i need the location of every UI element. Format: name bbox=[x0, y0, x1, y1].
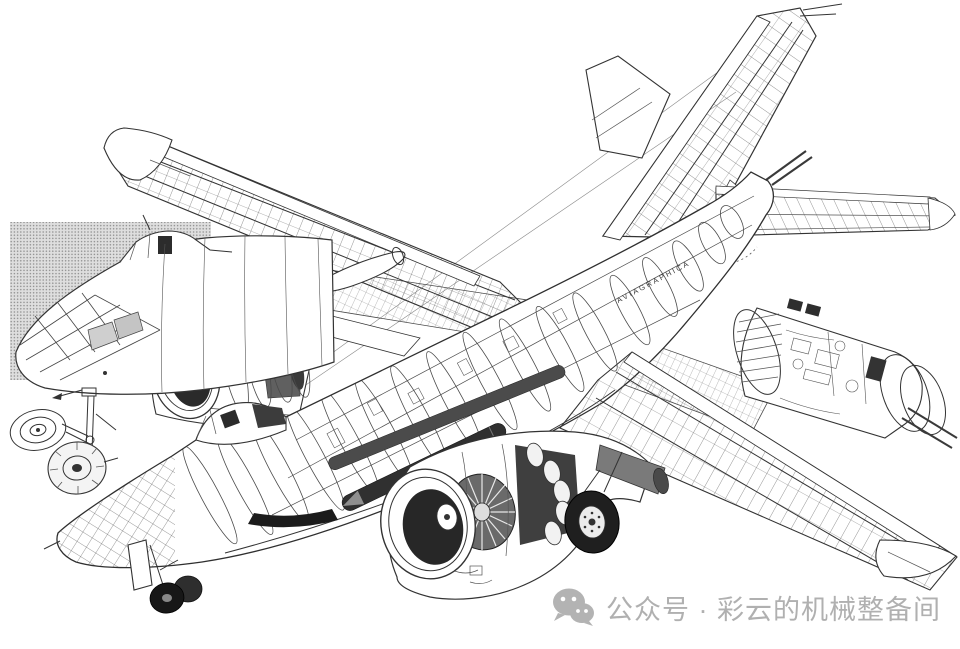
nose-landing-gear bbox=[127, 539, 203, 614]
inset-canopy bbox=[119, 214, 233, 263]
fin-leading-edge bbox=[602, 15, 771, 241]
watermark: 公众号 · 彩云的机械整备间 bbox=[549, 587, 941, 627]
nose-gear-detail-inset bbox=[9, 387, 119, 495]
inset-nose-wheel bbox=[47, 441, 119, 495]
tail-turret-detail-inset bbox=[733, 298, 958, 449]
forward-fuselage-detail-inset bbox=[15, 214, 335, 395]
wechat-icon bbox=[553, 588, 594, 626]
equipment-boxes bbox=[326, 307, 568, 449]
turret-internals bbox=[779, 329, 867, 415]
starboard-intake bbox=[380, 468, 476, 580]
gear-door bbox=[127, 539, 153, 591]
turret-gun-barrels bbox=[901, 407, 958, 449]
starboard-wingtip-fairing bbox=[875, 539, 957, 579]
bomb-bay-store bbox=[328, 365, 566, 470]
main-landing-gear bbox=[564, 451, 623, 554]
watermark-text: 公众号 · 彩云的机械整备间 bbox=[606, 594, 941, 625]
starboard-wing bbox=[559, 351, 958, 591]
port-tailplane bbox=[585, 55, 671, 159]
canopy-aft-fairing bbox=[252, 404, 286, 428]
fuselage bbox=[43, 171, 775, 614]
bomb-bay-shadow bbox=[248, 509, 338, 528]
turret-louvres bbox=[735, 313, 783, 383]
tailplane-tip bbox=[927, 197, 956, 231]
pilot-seat bbox=[220, 409, 240, 429]
nose-pitot bbox=[43, 540, 61, 550]
jet-pipe bbox=[595, 444, 669, 495]
tail-gun-barrels bbox=[765, 150, 813, 186]
starboard-engine-nacelle bbox=[380, 430, 669, 600]
turret-dome-ring bbox=[879, 354, 931, 432]
port-wingtip-fairing bbox=[103, 127, 173, 181]
cockpit-canopy bbox=[195, 402, 287, 445]
